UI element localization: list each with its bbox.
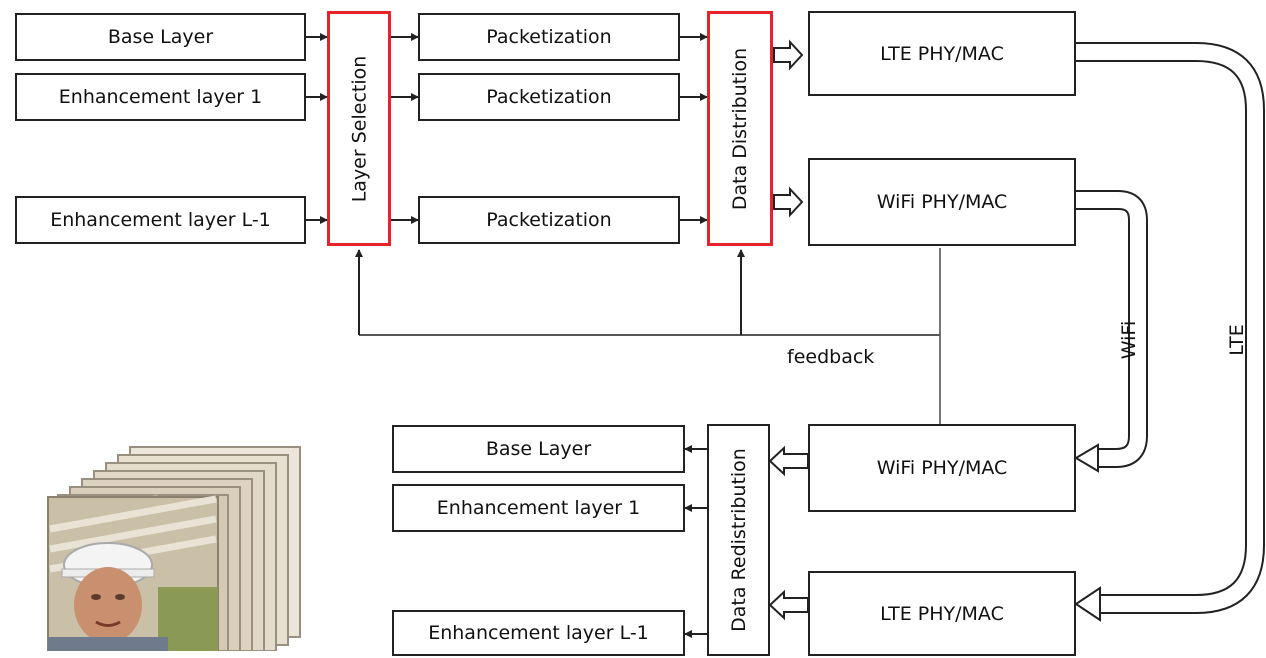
packetization-label-2: Packetization — [486, 86, 612, 108]
layer-selection-label: Layer Selection — [348, 55, 371, 202]
video-frames-image — [46, 446, 301, 651]
output-enhancement-layer-1: Enhancement layer 1 — [392, 484, 685, 532]
output-base-layer: Base Layer — [392, 425, 685, 473]
receiver-lte-phy-mac-label: LTE PHY/MAC — [880, 602, 1004, 625]
output-enhancement-layer-1-label: Enhancement layer 1 — [436, 497, 641, 519]
arrow-lte-to-redistribution — [768, 589, 809, 621]
lte-channel-arrowhead — [1074, 586, 1101, 622]
sender-wifi-phy-mac-label: WiFi PHY/MAC — [876, 191, 1008, 213]
input-enhancement-layer-l-1: Enhancement layer L-1 — [15, 196, 306, 244]
video-frames-thumbnail — [38, 437, 310, 651]
data-redistribution-label: Data Redistribution — [727, 448, 750, 632]
packetization-block-1: Packetization — [418, 13, 680, 61]
sender-lte-phy-mac: LTE PHY/MAC — [808, 11, 1076, 96]
input-enhancement-layer-l-1-label: Enhancement layer L-1 — [50, 209, 271, 231]
wifi-channel-arrowhead — [1074, 443, 1099, 473]
data-distribution-label: Data Distribution — [729, 47, 752, 210]
arrow-distribution-to-lte — [773, 39, 804, 71]
input-enhancement-layer-1-label: Enhancement layer 1 — [58, 86, 263, 108]
data-distribution-block: Data Distribution — [707, 11, 773, 246]
receiver-wifi-phy-mac-label: WiFi PHY/MAC — [876, 457, 1008, 479]
sender-lte-phy-mac-label: LTE PHY/MAC — [880, 42, 1004, 65]
data-redistribution-block: Data Redistribution — [707, 424, 770, 656]
packetization-block-3: Packetization — [418, 196, 680, 244]
receiver-lte-phy-mac: LTE PHY/MAC — [808, 571, 1076, 656]
lte-channel-label: LTE — [1226, 324, 1248, 356]
output-enhancement-layer-l-1-label: Enhancement layer L-1 — [428, 622, 649, 644]
output-base-layer-label: Base Layer — [485, 438, 592, 460]
packetization-label-1: Packetization — [486, 26, 612, 48]
lte-channel-fill — [1076, 44, 1263, 612]
packetization-label-3: Packetization — [486, 209, 612, 231]
feedback-label: feedback — [787, 346, 875, 368]
sender-wifi-phy-mac: WiFi PHY/MAC — [808, 158, 1076, 246]
input-base-layer-label: Base Layer — [107, 26, 214, 48]
packetization-block-2: Packetization — [418, 73, 680, 121]
receiver-wifi-phy-mac: WiFi PHY/MAC — [808, 424, 1076, 512]
input-enhancement-layer-1: Enhancement layer 1 — [15, 73, 306, 121]
arrow-distribution-to-wifi — [773, 186, 804, 218]
input-base-layer: Base Layer — [15, 13, 306, 61]
wifi-channel-label: WiFi — [1118, 320, 1140, 360]
wifi-channel-fill — [1076, 192, 1146, 466]
layer-selection-block: Layer Selection — [327, 11, 391, 246]
arrow-wifi-to-redistribution — [768, 445, 809, 477]
output-enhancement-layer-l-1: Enhancement layer L-1 — [392, 610, 685, 656]
